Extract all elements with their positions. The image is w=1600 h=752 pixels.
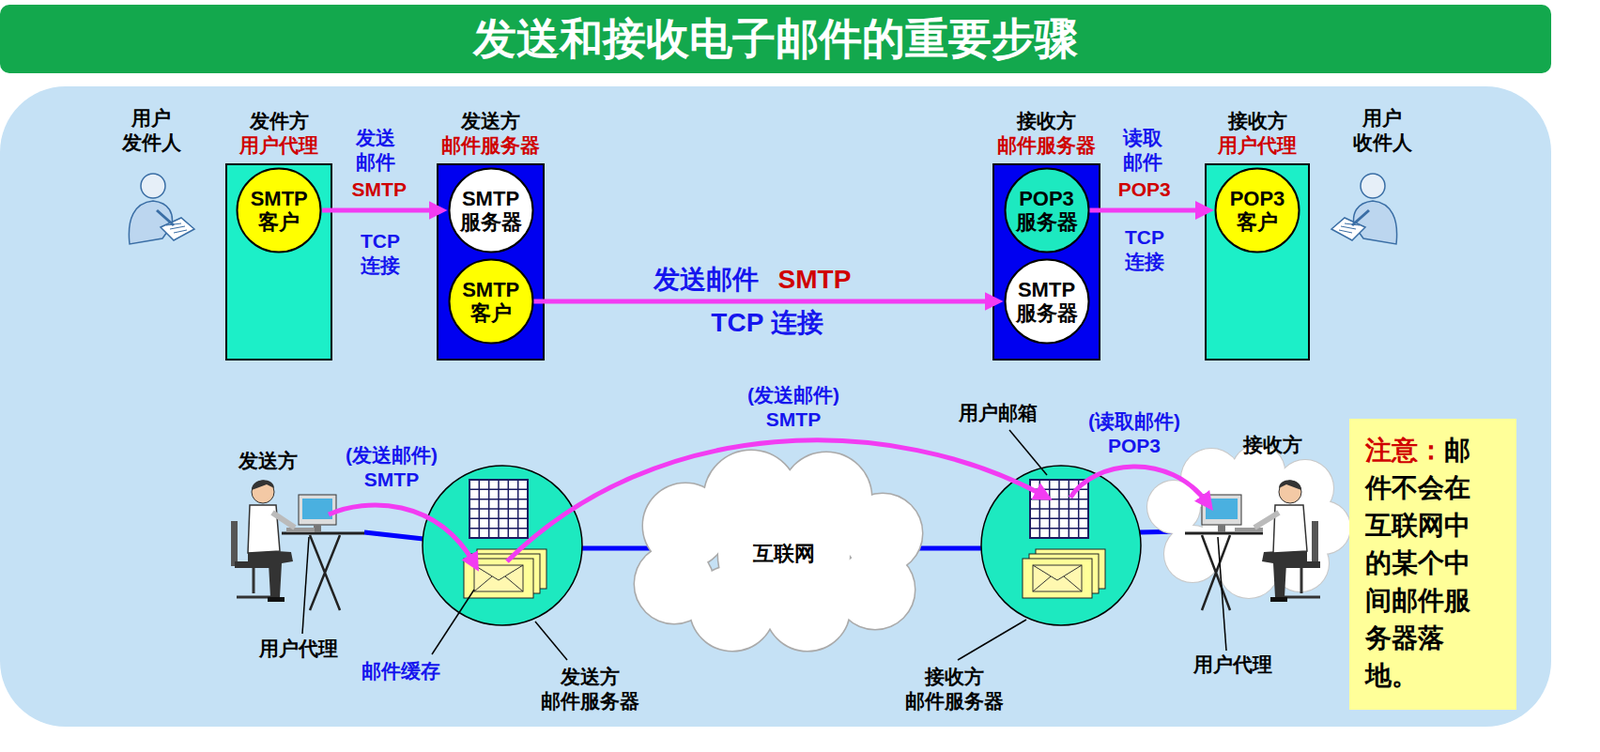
- text-label: 发送方: [238, 448, 298, 474]
- heading-group: 接收方邮件服务器: [997, 108, 1096, 159]
- person-icon: [1331, 173, 1398, 245]
- text-label: TCP 连接: [710, 306, 823, 339]
- circle-shape: [1004, 169, 1089, 253]
- flow-arrow: [1070, 466, 1208, 504]
- note-part: 注意：: [1365, 435, 1445, 465]
- note-text: 注意：邮件不会在互联网中的某个中间邮件服务器落地。: [1349, 418, 1484, 695]
- arrow-connector: [322, 208, 439, 214]
- panel: [0, 86, 1552, 727]
- heading-group: 发件方用户代理: [239, 108, 319, 159]
- network-wire: [580, 546, 658, 552]
- text-label: 用户 发件人: [122, 106, 182, 156]
- text-label: 发送 邮件: [355, 125, 396, 176]
- leader-lines: [302, 430, 1227, 661]
- server-circle: SMTP 服务器: [1003, 258, 1091, 345]
- text-label: 互联网: [753, 540, 816, 568]
- text-label: 读取 邮件: [1123, 125, 1163, 176]
- circle-label: SMTP 客户: [250, 186, 308, 235]
- internet-cloud: [634, 450, 923, 651]
- client-circle: SMTP 客户: [235, 167, 323, 254]
- title-text: 发送和接收电子邮件的重要步骤: [0, 4, 1552, 74]
- network-wire: [364, 532, 424, 539]
- circle-label: SMTP 服务器: [460, 186, 523, 235]
- text-label: 邮件缓存: [361, 659, 441, 684]
- mail-server-box: 接收方邮件服务器POP3 服务器SMTP 服务器: [992, 163, 1101, 361]
- circle-label: SMTP 客户: [461, 277, 520, 326]
- box-heading: 用户代理: [239, 133, 319, 158]
- box-heading: 邮件服务器: [441, 133, 540, 158]
- circle-label: POP3 服务器: [1015, 186, 1078, 235]
- server-circle: POP3 服务器: [1003, 167, 1091, 254]
- text-label: TCP 连接: [360, 229, 400, 279]
- user-agent-box: 接收方用户代理POP3 客户: [1204, 163, 1310, 361]
- text-label: 发送邮件: [653, 262, 759, 296]
- protocol-label: POP3: [1118, 177, 1171, 202]
- text-label: (发送邮件) SMTP: [743, 383, 844, 433]
- person-icon: [128, 173, 195, 245]
- box-heading: 发件方: [239, 108, 319, 134]
- box-heading: 接收方: [997, 108, 1096, 134]
- text-label: 发送方 邮件服务器: [540, 664, 640, 715]
- text-label: (发送邮件) SMTP: [341, 443, 442, 493]
- box-heading: 邮件服务器: [997, 133, 1096, 158]
- client-circle: SMTP 客户: [447, 258, 535, 345]
- text-label: 用户代理: [259, 636, 339, 662]
- circle-shape: [1004, 260, 1089, 344]
- note-part: 邮件不会在互联网中的某个中间邮件服务器落地。: [1365, 435, 1471, 691]
- text-label: TCP 连接: [1124, 225, 1165, 276]
- box-heading: 接收方: [1217, 108, 1297, 134]
- mail-server-box: 发送方邮件服务器SMTP 服务器SMTP 客户: [436, 163, 545, 361]
- sender-server-circle: [422, 465, 583, 626]
- circle-shape: [448, 260, 533, 344]
- arrow-connector: [534, 299, 995, 305]
- user-agent-box: 发件方用户代理SMTP 客户: [225, 163, 333, 361]
- flow-arrow: [328, 505, 475, 564]
- circle-label: POP3 客户: [1230, 186, 1286, 235]
- note-box: 注意：邮件不会在互联网中的某个中间邮件服务器落地。: [1349, 418, 1517, 710]
- receiver-cloud: [1147, 445, 1351, 599]
- circle-shape: [1215, 169, 1300, 253]
- text-label: (读取邮件) POP3: [1084, 409, 1185, 460]
- receiver-server-circle: [981, 465, 1141, 626]
- circle-label: SMTP 服务器: [1015, 277, 1078, 326]
- text-label: 用户代理: [1193, 652, 1273, 677]
- heading-group: 发送方邮件服务器: [441, 108, 540, 159]
- box-heading: 用户代理: [1217, 133, 1297, 158]
- client-circle: POP3 客户: [1214, 167, 1301, 254]
- title-bar: [0, 4, 1552, 74]
- protocol-label: SMTP: [778, 262, 852, 296]
- arrow-connector: [1090, 208, 1206, 214]
- box-heading: 发送方: [441, 108, 540, 134]
- sender-person: [230, 479, 365, 611]
- circle-shape: [448, 169, 533, 253]
- text-label: 接收方 邮件服务器: [905, 664, 1004, 715]
- circle-shape: [237, 169, 322, 253]
- protocol-label: SMTP: [352, 177, 407, 202]
- heading-group: 接收方用户代理: [1217, 108, 1297, 159]
- text-label: 用户 收件人: [1353, 106, 1413, 156]
- text-label: 用户邮箱: [958, 400, 1038, 426]
- server-circle: SMTP 服务器: [447, 167, 535, 254]
- text-label: 接收方: [1243, 432, 1303, 458]
